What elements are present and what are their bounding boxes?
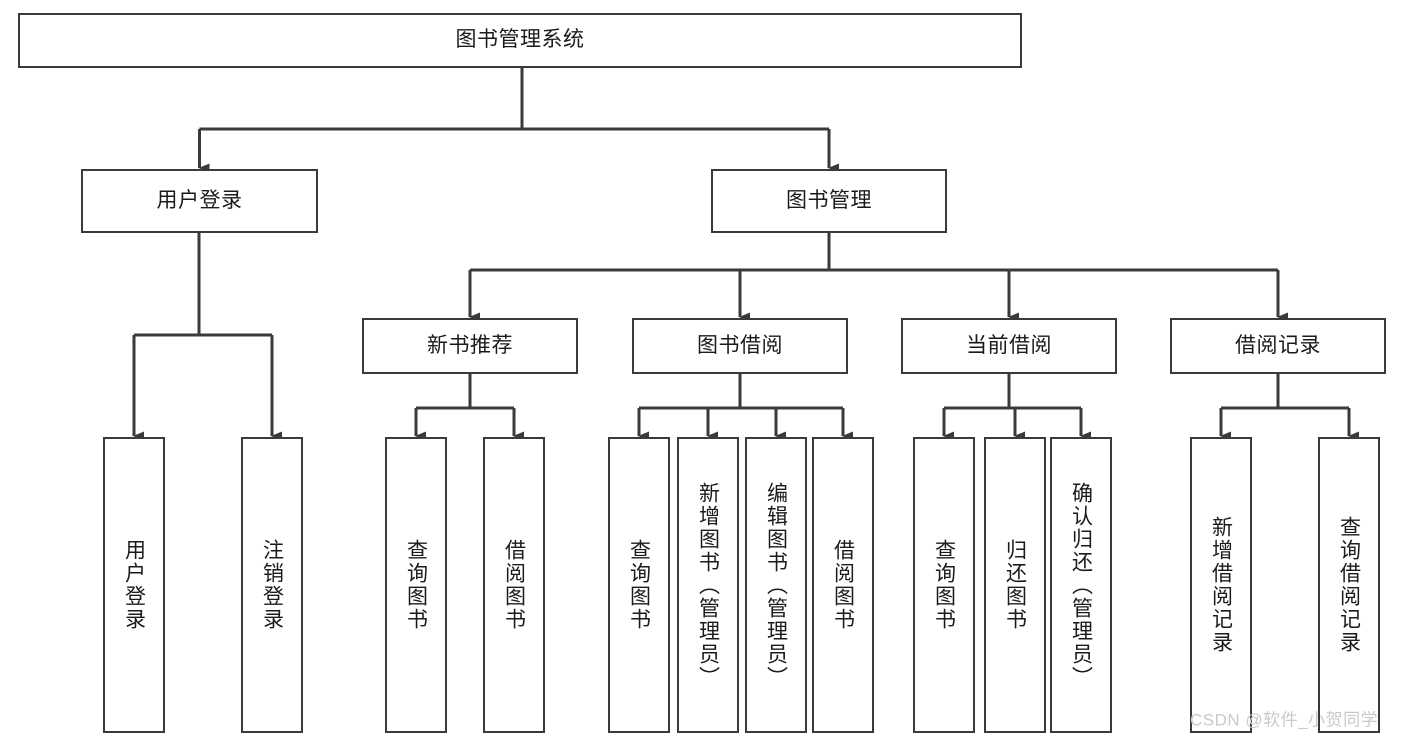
node-leaf-user-login[interactable]: 用户登录 xyxy=(103,437,165,733)
node-leaf-add-book[interactable]: 新增图书（管理员） xyxy=(677,437,739,733)
node-current-borrow[interactable]: 当前借阅 xyxy=(901,318,1117,374)
node-book-borrow[interactable]: 图书借阅 xyxy=(632,318,848,374)
connector-lines xyxy=(132,68,1359,441)
node-label: 查询借阅记录 xyxy=(1337,516,1361,654)
node-leaf-query-1[interactable]: 查询图书 xyxy=(385,437,447,733)
node-root[interactable]: 图书管理系统 xyxy=(18,13,1022,68)
node-label: 借阅图书 xyxy=(502,539,526,631)
node-label: 用户登录 xyxy=(156,188,243,212)
node-label: 新增图书（管理员） xyxy=(696,481,720,689)
node-label: 借阅图书 xyxy=(831,539,855,631)
node-leaf-borrow-2[interactable]: 借阅图书 xyxy=(812,437,874,733)
node-label: 新增借阅记录 xyxy=(1209,516,1233,654)
node-label: 注销登录 xyxy=(260,539,284,631)
node-leaf-return[interactable]: 归还图书 xyxy=(984,437,1046,733)
node-label: 用户登录 xyxy=(122,539,146,631)
node-leaf-query-2[interactable]: 查询图书 xyxy=(608,437,670,733)
node-label: 新书推荐 xyxy=(427,333,513,357)
node-leaf-add-rec[interactable]: 新增借阅记录 xyxy=(1190,437,1252,733)
node-label: 查询图书 xyxy=(627,539,651,631)
node-label: 查询图书 xyxy=(932,539,956,631)
node-leaf-confirm[interactable]: 确认归还（管理员） xyxy=(1050,437,1112,733)
node-label: 图书管理系统 xyxy=(455,28,585,52)
node-leaf-query-3[interactable]: 查询图书 xyxy=(913,437,975,733)
node-label: 借阅记录 xyxy=(1235,333,1321,357)
node-borrow-record[interactable]: 借阅记录 xyxy=(1170,318,1386,374)
node-label: 图书管理 xyxy=(786,188,872,212)
node-label: 当前借阅 xyxy=(966,333,1052,357)
node-user-login[interactable]: 用户登录 xyxy=(81,169,318,233)
node-leaf-query-rec[interactable]: 查询借阅记录 xyxy=(1318,437,1380,733)
node-leaf-edit-book[interactable]: 编辑图书（管理员） xyxy=(745,437,807,733)
node-label: 归还图书 xyxy=(1003,539,1027,631)
node-leaf-borrow-1[interactable]: 借阅图书 xyxy=(483,437,545,733)
node-label: 图书借阅 xyxy=(697,333,783,357)
node-label: 编辑图书（管理员） xyxy=(764,481,788,689)
node-label: 查询图书 xyxy=(404,539,428,631)
node-book-mgmt[interactable]: 图书管理 xyxy=(711,169,947,233)
node-label: 确认归还（管理员） xyxy=(1069,481,1093,689)
node-new-book-rec[interactable]: 新书推荐 xyxy=(362,318,578,374)
node-leaf-logout[interactable]: 注销登录 xyxy=(241,437,303,733)
